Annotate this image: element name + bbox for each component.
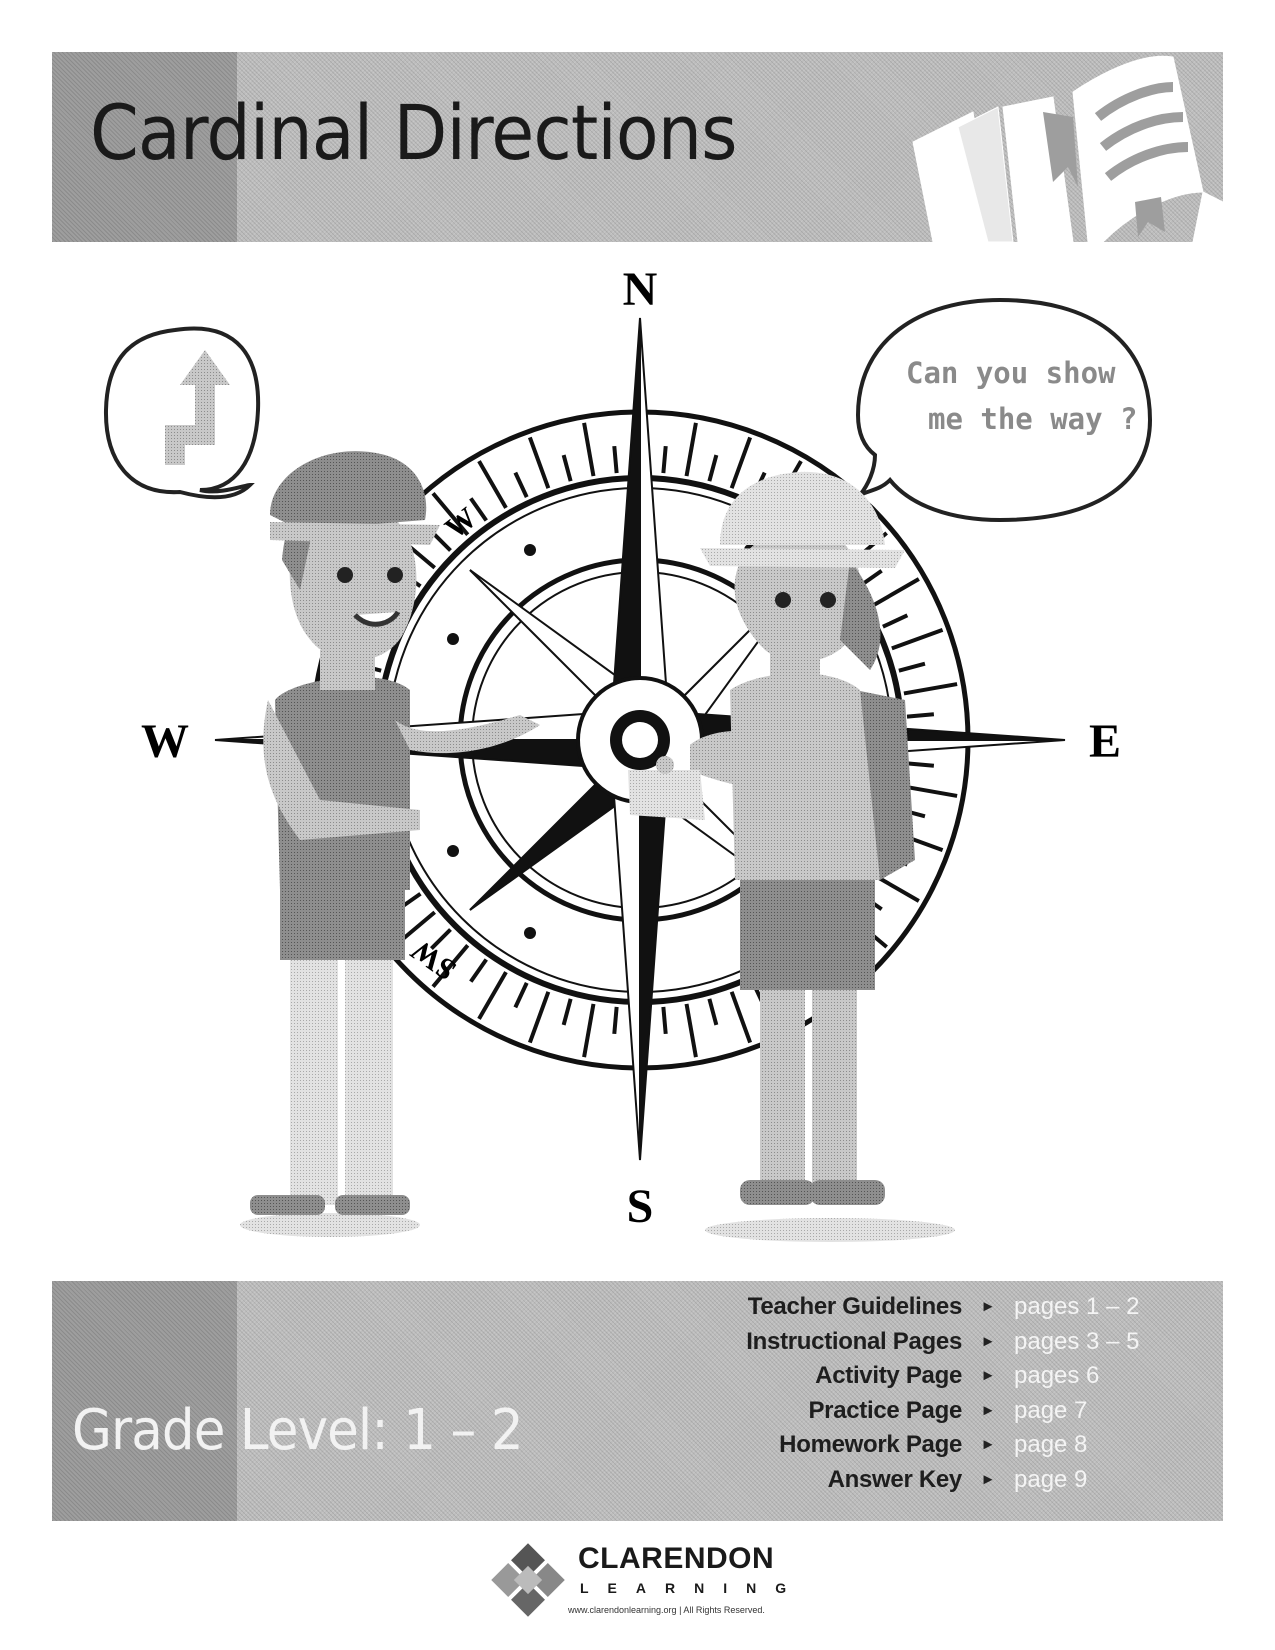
turn-arrow-icon xyxy=(165,350,230,465)
compass-tick xyxy=(431,944,470,988)
logo-footer-text: www.clarendonlearning.org | All Rights R… xyxy=(568,1605,765,1615)
compass-tick xyxy=(429,928,452,951)
grade-level: Grade Level: 1 – 2 xyxy=(72,1398,524,1463)
shadow-left xyxy=(240,1213,420,1237)
arrow-right-icon: ► xyxy=(980,1470,996,1488)
arrow-right-icon: ► xyxy=(980,1401,996,1419)
footer-banner xyxy=(52,1281,1223,1521)
contents-item: Practice Page ► page 7 xyxy=(700,1394,1190,1429)
contents-pages: pages 1 – 2 xyxy=(1014,1293,1140,1320)
compass-tick xyxy=(612,445,619,474)
compass-tick xyxy=(513,982,529,1009)
contents-section: Practice Page xyxy=(808,1396,962,1424)
contents-section: Instructional Pages xyxy=(746,1327,962,1355)
contents-item: Answer Key ► page 9 xyxy=(700,1463,1190,1498)
compass-tick xyxy=(477,971,508,1020)
speech-bubble-left xyxy=(103,326,261,500)
compass-tick xyxy=(527,436,551,489)
arrow-right-icon: ► xyxy=(980,1298,996,1315)
compass-tick xyxy=(582,1003,596,1058)
contents-section: Homework Page xyxy=(779,1431,962,1458)
compass-tick xyxy=(513,471,529,498)
compass-tick xyxy=(612,1006,619,1035)
arrow-right-icon: ► xyxy=(980,1332,996,1350)
compass-tick xyxy=(882,613,909,629)
contents-item: Teacher Guidelines ► pages 1 – 2 xyxy=(700,1290,1190,1325)
contents-section: Teacher Guidelines xyxy=(747,1293,963,1320)
compass-tick xyxy=(527,991,551,1044)
contents-pages: page 7 xyxy=(1014,1396,1088,1424)
shadow-right xyxy=(705,1218,955,1242)
compass-illustration: W SW N S W E xyxy=(103,263,1153,1242)
compass-tick xyxy=(729,436,753,489)
compass-tick xyxy=(707,454,719,482)
east-label: E xyxy=(1089,715,1121,768)
compass-tick xyxy=(903,682,958,696)
contents-section: Answer Key xyxy=(827,1465,963,1493)
compass-tick xyxy=(661,1006,668,1035)
page-title: Cardinal Directions xyxy=(90,88,738,177)
footer-accent-strip xyxy=(52,1281,237,1521)
contents-pages: page 8 xyxy=(1014,1431,1088,1458)
contents-pages: pages 3 – 5 xyxy=(1014,1327,1140,1355)
compass-tick xyxy=(561,998,573,1026)
compass-tick xyxy=(661,445,668,474)
clarendon-logo: CLARENDON LEARNING www.clarendonlearning… xyxy=(480,1530,810,1640)
contents-pages: pages 6 xyxy=(1014,1362,1100,1389)
contents-item: Activity Page ► pages 6 xyxy=(700,1359,1190,1394)
compass-tick xyxy=(871,577,920,608)
contents-section: Activity Page xyxy=(815,1362,962,1389)
compass-tick xyxy=(561,454,573,482)
west-label: W xyxy=(141,715,189,768)
compass-tick xyxy=(469,958,488,983)
compass-tick xyxy=(684,1003,698,1058)
compass-tick xyxy=(729,991,753,1044)
compass-tick xyxy=(898,661,926,673)
compass-tick xyxy=(707,998,719,1026)
contents-list: Teacher Guidelines ► pages 1 – 2 Instruc… xyxy=(700,1290,1190,1497)
north-label: N xyxy=(623,263,658,316)
compass-tick xyxy=(477,460,508,509)
contents-item: Instructional Pages ► pages 3 – 5 xyxy=(700,1325,1190,1360)
speech-line-2: me the way ? xyxy=(928,402,1138,436)
compass-tick xyxy=(903,784,958,798)
speech-bubble-text: Can you show me the way ? xyxy=(906,350,1146,442)
compass-tick xyxy=(431,492,470,536)
contents-pages: page 9 xyxy=(1014,1465,1088,1493)
book-icon xyxy=(912,55,1223,242)
speech-bubble-right xyxy=(855,297,1153,523)
child-right-figure xyxy=(628,471,915,1205)
contents-item: Homework Page ► page 8 xyxy=(700,1428,1190,1463)
compass-tick xyxy=(469,497,488,522)
logo-name: CLARENDON xyxy=(578,1542,775,1575)
arrow-right-icon: ► xyxy=(980,1367,996,1384)
arrow-right-icon: ► xyxy=(980,1436,996,1453)
compass-tick xyxy=(582,422,596,477)
compass-tick xyxy=(891,627,944,651)
compass-tick xyxy=(906,761,935,768)
header-banner xyxy=(52,52,1223,242)
child-left-figure xyxy=(250,451,540,1215)
clarendon-logo-icon xyxy=(491,1543,565,1617)
header-accent-strip xyxy=(52,52,237,242)
speech-line-1: Can you show xyxy=(906,356,1116,390)
compass-tick xyxy=(906,712,935,719)
logo-subname: LEARNING xyxy=(580,1580,806,1596)
compass-tick xyxy=(684,422,698,477)
south-label: S xyxy=(627,1180,654,1233)
